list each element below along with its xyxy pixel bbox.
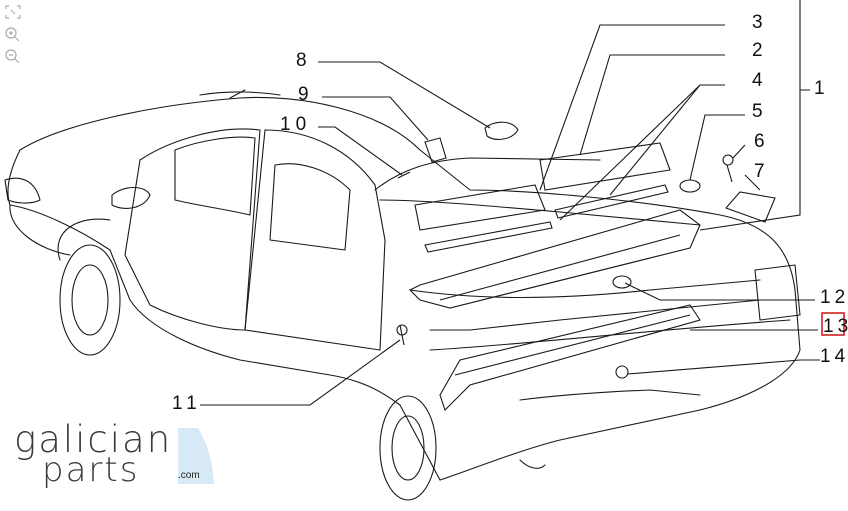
callout-10: 10 (280, 114, 311, 135)
seal-part-4a (424, 221, 553, 253)
bracket-part-8 (484, 121, 519, 140)
callout-3: 3 (752, 12, 763, 33)
trim-panel-part-2 (539, 142, 671, 191)
callout-1: 1 (814, 78, 825, 99)
clip-part-9 (424, 137, 447, 163)
car-outline (4, 89, 801, 501)
callout-13[interactable]: 13 (823, 316, 848, 337)
callout-2: 2 (752, 40, 763, 61)
callout-14: 14 (820, 346, 848, 367)
trim-panel-part-3 (414, 184, 546, 231)
washer-part-5 (679, 179, 701, 193)
pad-part-7 (725, 191, 776, 223)
fullscreen-icon[interactable] (3, 3, 23, 21)
zoom-in-icon[interactable] (3, 25, 23, 43)
logo-domain: .com (178, 470, 200, 481)
callout-8: 8 (296, 50, 307, 71)
callout-11: 11 (172, 393, 202, 414)
parcel-shelf-part-1 (409, 209, 701, 309)
callout-13-highlight (821, 312, 845, 336)
leader-lines (200, 0, 820, 406)
callout-4: 4 (752, 70, 763, 91)
callout-6: 6 (754, 131, 765, 152)
viewer-toolbar (3, 3, 25, 69)
callout-12: 12 (820, 287, 848, 308)
trunk-trim-part-13 (439, 304, 701, 412)
logo-text-parts: parts (42, 450, 140, 490)
callout-7: 7 (754, 161, 765, 182)
seal-part-4b (554, 184, 669, 219)
logo-text-galician: galician (14, 418, 173, 461)
push-pin-part-14 (615, 365, 629, 379)
logo-accent-shape (178, 428, 214, 484)
zoom-out-icon[interactable] (3, 47, 23, 65)
callout-5: 5 (752, 101, 763, 122)
parts-shapes (396, 121, 776, 412)
nut-part-12 (612, 275, 632, 289)
callout-9: 9 (298, 84, 309, 105)
